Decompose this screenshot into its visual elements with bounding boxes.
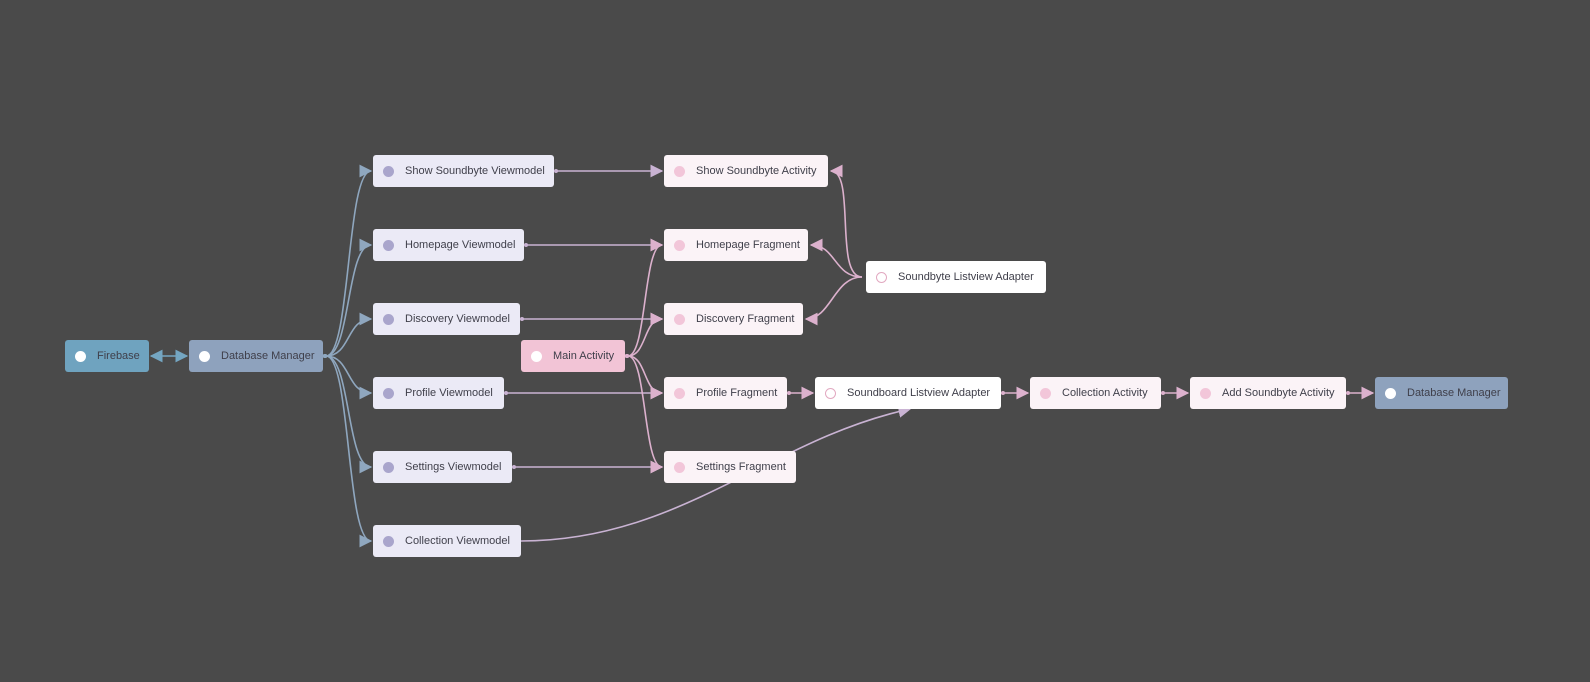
edge-main-activity-to-homepage-fragment: [627, 238, 664, 357]
node-label: Profile Fragment: [696, 387, 778, 399]
edge-port-11: [512, 465, 516, 469]
node-dot-icon: [674, 387, 685, 399]
node-homepage-viewmodel[interactable]: Homepage Viewmodel: [373, 229, 524, 261]
node-label: Settings Fragment: [696, 461, 786, 473]
node-dot-icon: [674, 461, 685, 473]
edge-collection-viewmodel-to-soundboard-listview-adapter: [520, 405, 912, 542]
node-label: Database Manager: [221, 350, 315, 362]
node-collection-activity[interactable]: Collection Activity: [1030, 377, 1161, 409]
node-dot-icon: [674, 313, 685, 325]
edge-soundbyte-listview-adapter-to-discovery-fragment: [804, 276, 863, 326]
node-database-manager-2[interactable]: Database Manager: [1375, 377, 1508, 409]
node-label: Collection Viewmodel: [405, 535, 510, 547]
edge-main-activity-to-discovery-fragment: [627, 312, 664, 357]
node-dot-icon: [1385, 387, 1396, 399]
node-label: Homepage Fragment: [696, 239, 800, 251]
edge-database-manager-to-discovery-viewmodel: [325, 312, 373, 357]
node-dot-icon: [75, 350, 86, 362]
node-dot-icon: [383, 387, 394, 399]
edge-main-activity-to-profile-fragment: [627, 355, 664, 400]
node-dot-icon: [1040, 387, 1051, 399]
node-soundboard-listview-adapter[interactable]: Soundboard Listview Adapter: [815, 377, 1001, 409]
node-label: Firebase: [97, 350, 140, 362]
node-label: Main Activity: [553, 350, 615, 362]
node-show-soundbyte-activity[interactable]: Show Soundbyte Activity: [664, 155, 828, 187]
node-label: Profile Viewmodel: [405, 387, 493, 399]
node-dot-icon: [383, 239, 394, 251]
node-soundbyte-listview-adapter[interactable]: Soundbyte Listview Adapter: [866, 261, 1046, 293]
node-discovery-fragment[interactable]: Discovery Fragment: [664, 303, 803, 335]
node-label: Show Soundbyte Viewmodel: [405, 165, 545, 177]
node-label: Homepage Viewmodel: [405, 239, 516, 251]
edge-port-10: [504, 391, 508, 395]
node-add-soundbyte-activity[interactable]: Add Soundbyte Activity: [1190, 377, 1346, 409]
edge-port-7: [554, 169, 558, 173]
node-dot-icon: [383, 165, 394, 177]
node-ring-icon: [825, 387, 836, 399]
node-label: Soundboard Listview Adapter: [847, 387, 991, 399]
edge-database-manager-to-collection-viewmodel: [325, 355, 373, 548]
edge-port-15: [625, 354, 629, 358]
edge-database-manager-to-settings-viewmodel: [325, 355, 373, 474]
node-database-manager[interactable]: Database Manager: [189, 340, 323, 372]
node-show-soundbyte-viewmodel[interactable]: Show Soundbyte Viewmodel: [373, 155, 554, 187]
node-firebase[interactable]: Firebase: [65, 340, 149, 372]
edge-database-manager-to-profile-viewmodel: [325, 355, 373, 400]
node-dot-icon: [1200, 387, 1211, 399]
node-dot-icon: [383, 535, 394, 547]
edge-port-8: [524, 243, 528, 247]
node-discovery-viewmodel[interactable]: Discovery Viewmodel: [373, 303, 520, 335]
node-settings-fragment[interactable]: Settings Fragment: [664, 451, 796, 483]
node-label: Discovery Viewmodel: [405, 313, 510, 325]
edge-database-manager-to-homepage-viewmodel: [325, 238, 373, 357]
node-dot-icon: [383, 461, 394, 473]
node-dot-icon: [674, 165, 685, 177]
edge-soundbyte-listview-adapter-to-homepage-fragment: [809, 238, 863, 278]
node-dot-icon: [383, 313, 394, 325]
node-label: Collection Activity: [1062, 387, 1148, 399]
edge-database-manager-to-show-soundbyte-viewmodel: [325, 164, 373, 357]
node-collection-viewmodel[interactable]: Collection Viewmodel: [373, 525, 521, 557]
edge-port-19: [787, 391, 791, 395]
node-label: Settings Viewmodel: [405, 461, 502, 473]
node-profile-viewmodel[interactable]: Profile Viewmodel: [373, 377, 504, 409]
node-homepage-fragment[interactable]: Homepage Fragment: [664, 229, 808, 261]
node-dot-icon: [531, 350, 542, 362]
node-ring-icon: [876, 271, 887, 283]
node-label: Discovery Fragment: [696, 313, 795, 325]
edge-port-21: [1001, 391, 1005, 395]
edge-main-activity-to-settings-fragment: [627, 355, 664, 474]
node-settings-viewmodel[interactable]: Settings Viewmodel: [373, 451, 512, 483]
edge-soundbyte-listview-adapter-to-show-soundbyte-activity: [829, 164, 863, 278]
node-label: Soundbyte Listview Adapter: [898, 271, 1034, 283]
node-profile-fragment[interactable]: Profile Fragment: [664, 377, 787, 409]
node-label: Database Manager: [1407, 387, 1501, 399]
edge-port-23: [1346, 391, 1350, 395]
node-label: Show Soundbyte Activity: [696, 165, 817, 177]
edge-port-6: [323, 354, 327, 358]
edge-port-9: [520, 317, 524, 321]
node-label: Add Soundbyte Activity: [1222, 387, 1335, 399]
node-dot-icon: [674, 239, 685, 251]
node-dot-icon: [199, 350, 210, 362]
edge-port-22: [1161, 391, 1165, 395]
node-main-activity[interactable]: Main Activity: [521, 340, 625, 372]
